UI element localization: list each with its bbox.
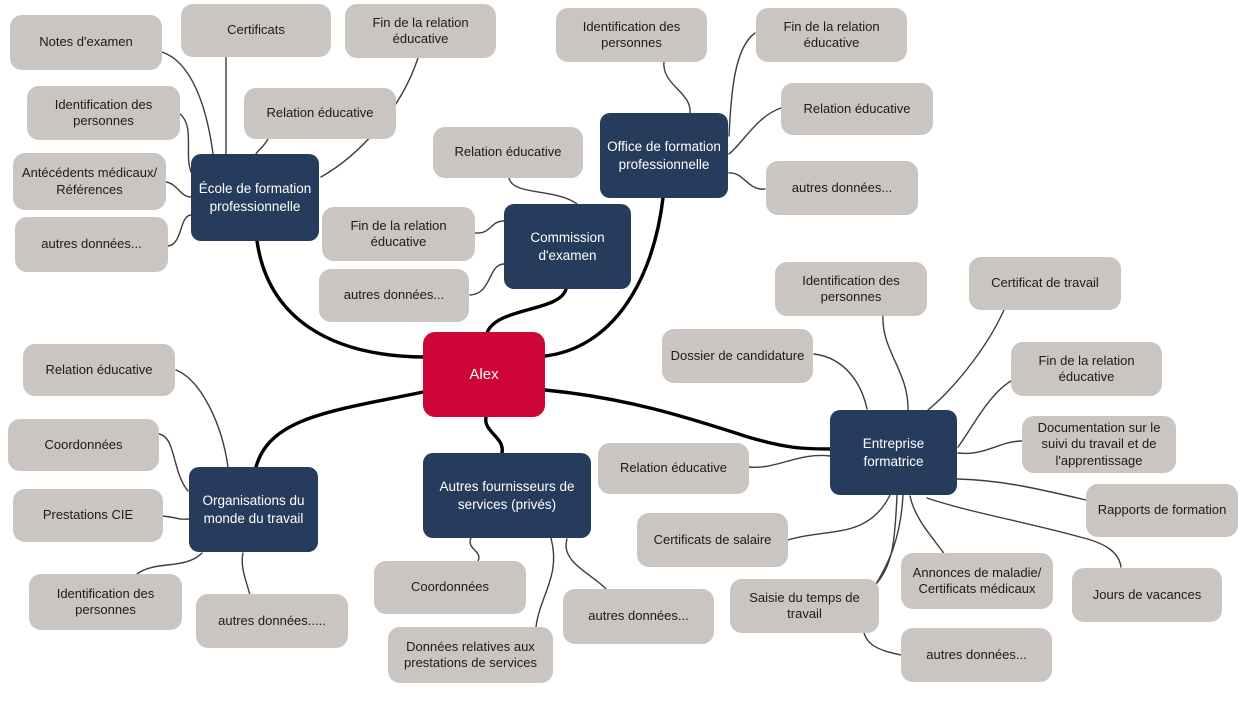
- leaf-autres-donnees-commission[interactable]: autres données...: [319, 269, 469, 322]
- hub-entreprise-formatrice[interactable]: Entreprise formatrice: [830, 410, 957, 495]
- leaf-edge-line: [161, 51, 214, 155]
- leaf-edge-line: [136, 552, 203, 575]
- leaf-autres-donnees-organisations[interactable]: autres données.....: [196, 594, 348, 648]
- leaf-autres-donnees-fournisseurs[interactable]: autres données...: [563, 589, 714, 644]
- leaf-edge-line: [813, 353, 868, 410]
- leaf-coordonnees-fournisseurs[interactable]: Coordonnées: [374, 561, 526, 614]
- leaf-certificats[interactable]: Certificats: [181, 4, 331, 57]
- leaf-edge-line: [956, 478, 1087, 501]
- leaf-edge-line: [241, 552, 251, 596]
- leaf-edge-line: [728, 172, 766, 190]
- leaf-identification-personnes-organisations[interactable]: Identification des personnes: [29, 574, 182, 630]
- leaf-fin-relation-educative-entreprise[interactable]: Fin de la relation éducative: [1011, 342, 1162, 396]
- leaf-edge-line: [927, 309, 1005, 411]
- leaf-edge-line: [161, 515, 190, 520]
- leaf-edge-line: [957, 440, 1023, 455]
- leaf-edge-line: [728, 32, 756, 137]
- leaf-donnees-prestations-services[interactable]: Données relatives aux prestations de ser…: [388, 627, 553, 683]
- leaf-identification-personnes-entreprise[interactable]: Identification des personnes: [775, 262, 927, 316]
- leaf-fin-relation-educative-commission[interactable]: Fin de la relation éducative: [322, 207, 475, 261]
- leaf-relation-educative-entreprise[interactable]: Relation éducative: [598, 443, 749, 494]
- leaf-edge-line: [474, 220, 505, 234]
- leaf-edge-line: [255, 138, 269, 155]
- hub-edge-line: [543, 196, 665, 358]
- leaf-edge-line: [165, 181, 192, 198]
- leaf-edge-line: [508, 177, 578, 205]
- leaf-edge-line: [158, 433, 189, 492]
- leaf-edge-line: [178, 112, 193, 175]
- hub-commission-d-examen[interactable]: Commission d'examen: [504, 204, 631, 289]
- leaf-notes-d-examen[interactable]: Notes d'examen: [10, 15, 162, 70]
- leaf-edge-line: [957, 380, 1012, 448]
- leaf-saisie-du-temps-de-travail[interactable]: Saisie du temps de travail: [730, 579, 879, 633]
- leaf-fin-relation-educative-ecole[interactable]: Fin de la relation éducative: [345, 4, 496, 58]
- hub-edge-line: [484, 415, 504, 455]
- hub-office-de-formation-professionnelle[interactable]: Office de formation professionnelle: [600, 113, 728, 198]
- leaf-jours-de-vacances[interactable]: Jours de vacances: [1072, 568, 1222, 622]
- leaf-edge-line: [167, 214, 192, 247]
- leaf-relation-educative-ecole[interactable]: Relation éducative: [244, 88, 396, 139]
- leaf-annonces-maladie-certificats[interactable]: Annonces de maladie/ Certificats médicau…: [901, 553, 1053, 609]
- leaf-edge-line: [875, 494, 898, 585]
- leaf-edge-line: [175, 369, 229, 468]
- leaf-prestations-cie[interactable]: Prestations CIE: [13, 489, 163, 542]
- leaf-autres-donnees-office[interactable]: autres données...: [766, 161, 918, 215]
- hub-organisations-monde-travail[interactable]: Organisations du monde du travail: [189, 467, 318, 552]
- leaf-edge-line: [882, 314, 909, 411]
- leaf-fin-relation-educative-office[interactable]: Fin de la relation éducative: [756, 8, 907, 62]
- leaf-relation-educative-organisations[interactable]: Relation éducative: [23, 344, 175, 396]
- leaf-dossier-de-candidature[interactable]: Dossier de candidature: [662, 329, 813, 383]
- leaf-relation-educative-office[interactable]: Relation éducative: [781, 83, 933, 135]
- leaf-autres-donnees-entreprise[interactable]: autres données...: [901, 628, 1052, 682]
- leaf-edge-line: [535, 537, 555, 628]
- leaf-antecedents-medicaux-references[interactable]: Antécédents médicaux/ Références: [13, 153, 166, 210]
- hub-edge-line: [254, 390, 425, 469]
- leaf-edge-line: [926, 497, 1122, 568]
- hub-edge-line: [543, 388, 832, 451]
- leaf-documentation-suivi-travail[interactable]: Documentation sur le suivi du travail et…: [1022, 416, 1176, 473]
- leaf-certificats-de-salaire[interactable]: Certificats de salaire: [637, 513, 788, 567]
- leaf-edge-line: [728, 107, 782, 155]
- leaf-identification-personnes-office[interactable]: Identification des personnes: [556, 8, 707, 62]
- leaf-edge-line: [469, 263, 505, 296]
- hub-edge-line: [485, 287, 568, 335]
- center-node-alex[interactable]: Alex: [423, 332, 545, 417]
- leaf-identification-personnes-ecole[interactable]: Identification des personnes: [27, 86, 180, 140]
- leaf-edge-line: [565, 538, 607, 590]
- hub-ecole-de-formation-professionnelle[interactable]: École de formation professionnelle: [191, 154, 319, 241]
- leaf-rapports-de-formation[interactable]: Rapports de formation: [1086, 484, 1238, 537]
- leaf-certificat-de-travail[interactable]: Certificat de travail: [969, 257, 1121, 310]
- leaf-autres-donnees-ecole[interactable]: autres données...: [15, 217, 168, 272]
- leaf-edge-line: [787, 494, 891, 541]
- hub-autres-fournisseurs-services[interactable]: Autres fournisseurs de services (privés): [423, 453, 591, 538]
- hub-edge-line: [255, 239, 425, 359]
- leaf-relation-educative-commission[interactable]: Relation éducative: [433, 127, 583, 178]
- leaf-coordonnees-organisations[interactable]: Coordonnées: [8, 419, 159, 471]
- leaf-edge-line: [469, 537, 480, 562]
- leaf-edge-line: [748, 454, 831, 469]
- leaf-edge-line: [663, 60, 691, 114]
- leaf-edge-line: [909, 495, 946, 556]
